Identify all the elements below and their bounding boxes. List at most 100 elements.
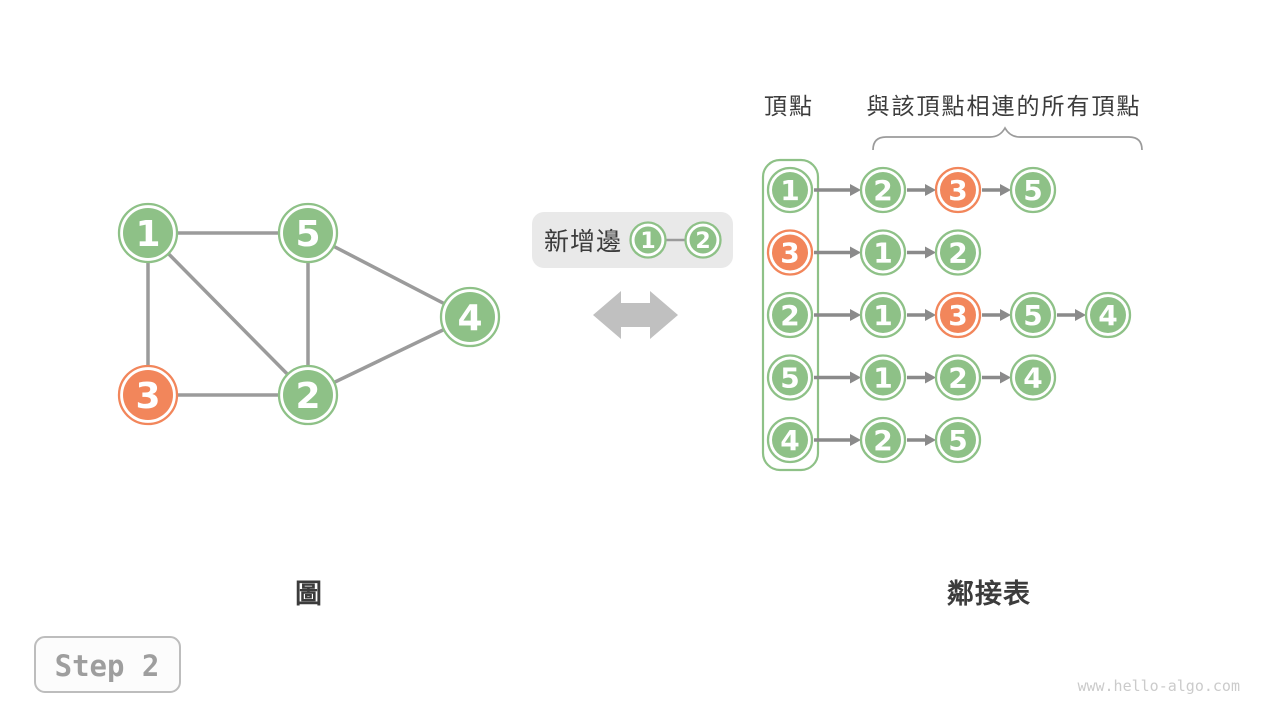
- list-node-fill: [865, 172, 901, 208]
- adjacency-caption: 鄰接表: [947, 579, 1031, 610]
- list-node-ring: [934, 229, 982, 276]
- vertex-node-1-fill: [772, 172, 808, 208]
- list-node-ring: [934, 354, 982, 401]
- vertex-node-3-fill: [772, 234, 808, 271]
- list-node-label: 3: [948, 299, 967, 332]
- vertex-node-4-label: 4: [780, 424, 799, 457]
- list-node-label: 3: [948, 174, 967, 207]
- list-node-label: 1: [873, 299, 892, 332]
- list-node-label: 2: [948, 236, 967, 269]
- graph-node-5-label: 5: [295, 214, 320, 255]
- list-node-label: 1: [873, 361, 892, 394]
- row-1-arrow-1-head: [925, 184, 936, 196]
- row-5-arrow-0-head: [850, 371, 861, 384]
- row-4-arrow-1-head: [925, 434, 936, 446]
- row-3-arrow-0-head: [850, 246, 861, 259]
- graph-node-4-label: 4: [457, 298, 482, 339]
- double-arrow-icon: [593, 291, 678, 339]
- list-node-label: 2: [873, 174, 892, 207]
- graph-node-2-ring: [277, 364, 339, 426]
- row-2-arrow-1-head: [925, 309, 936, 321]
- vertex-node-1-ring: [766, 166, 814, 214]
- list-node-label: 5: [1023, 299, 1042, 332]
- list-node-fill: [1015, 172, 1051, 208]
- list-node-ring: [934, 416, 982, 464]
- row-1-arrow-0-head: [850, 184, 861, 196]
- row-2-arrow-3-head: [1075, 309, 1086, 321]
- graph-node-2-fill: [283, 370, 333, 420]
- list-node-ring: [1009, 291, 1057, 339]
- row-2-arrow-2-head: [1000, 309, 1011, 321]
- graph-node-5-fill: [283, 208, 333, 258]
- vertex-node-1-label: 1: [780, 174, 799, 207]
- step-badge-box: [34, 636, 181, 693]
- graph-node-4-ring: [439, 286, 501, 348]
- list-node-label: 1: [873, 236, 892, 269]
- list-node-ring: [1009, 166, 1057, 214]
- list-node-ring: [1084, 291, 1132, 339]
- list-node-ring: [859, 166, 907, 214]
- row-1-arrow-2-head: [1000, 184, 1011, 196]
- list-node-fill: [865, 359, 901, 396]
- vertex-header: 頂點: [764, 94, 814, 120]
- add-edge-node-1-label: 1: [640, 229, 655, 254]
- list-node-label: 2: [948, 361, 967, 394]
- vertex-node-3-label: 3: [780, 236, 799, 269]
- vertex-node-3-ring: [766, 229, 814, 276]
- list-node-fill: [940, 422, 976, 458]
- list-node-fill: [1090, 297, 1126, 333]
- list-node-fill: [940, 297, 976, 333]
- graph-edge-5-4: [307, 231, 471, 319]
- graph-node-4-fill: [445, 292, 495, 342]
- vertex-node-4-ring: [766, 416, 814, 464]
- vertex-node-4-fill: [772, 422, 808, 458]
- graph-node-1-fill: [123, 208, 173, 258]
- list-node-label: 5: [948, 424, 967, 457]
- add-edge-node-2-label: 2: [695, 229, 710, 254]
- graph-node-1-ring: [117, 202, 179, 264]
- graph-node-5-ring: [277, 202, 339, 264]
- list-node-fill: [865, 422, 901, 458]
- vertex-node-2-fill: [772, 297, 808, 333]
- graph-node-3-fill: [123, 370, 173, 420]
- vertex-node-5-label: 5: [780, 361, 799, 394]
- graph-caption: 圖: [295, 579, 323, 610]
- graph-node-3-label: 3: [135, 376, 160, 417]
- list-node-fill: [1015, 297, 1051, 333]
- list-node-fill: [940, 172, 976, 208]
- watermark: www.hello-algo.com: [1077, 677, 1240, 695]
- list-node-fill: [940, 359, 976, 396]
- graph-edge-1-2: [146, 231, 310, 397]
- list-node-fill: [1015, 359, 1051, 396]
- list-node-ring: [859, 291, 907, 339]
- adjacency-row-5: 1 2 4 5: [766, 354, 1057, 401]
- brace: [872, 126, 1143, 151]
- row-4-arrow-0-head: [850, 434, 861, 446]
- list-node-fill: [940, 234, 976, 271]
- list-node-ring: [1009, 354, 1057, 401]
- list-node-label: 4: [1023, 361, 1042, 394]
- list-node-fill: [865, 297, 901, 333]
- list-node-label: 4: [1098, 299, 1117, 332]
- step-label: Step 2: [55, 649, 160, 683]
- list-node-ring: [859, 416, 907, 464]
- row-5-arrow-2-head: [1000, 371, 1011, 384]
- graph-node-3-ring: [117, 364, 179, 426]
- adjacency-row-3: 1 2 3: [766, 229, 982, 276]
- vertex-node-2-ring: [766, 291, 814, 339]
- neighbors-header: 與該頂點相連的所有頂點: [867, 94, 1142, 120]
- add-edge-node-2-ring: [684, 221, 722, 259]
- graph-node-1-label: 1: [135, 214, 160, 255]
- vertex-node-5-ring: [766, 354, 814, 401]
